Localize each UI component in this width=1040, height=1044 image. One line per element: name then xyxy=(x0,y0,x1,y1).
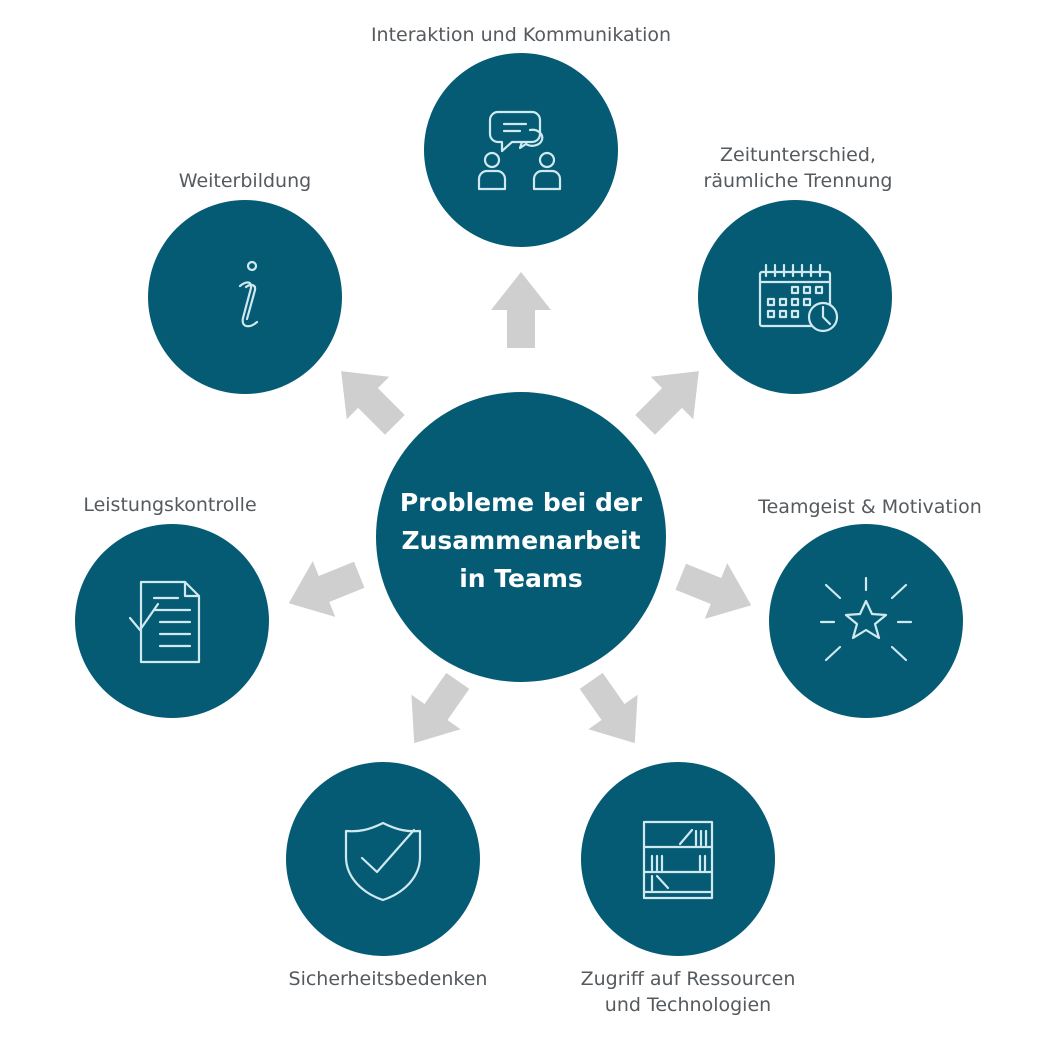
shield-check-icon xyxy=(344,821,422,902)
arrow-to-security xyxy=(411,672,470,744)
star-burst-icon xyxy=(819,576,913,662)
node-label-line: Leistungskontrolle xyxy=(83,494,257,516)
node-label-time: Zeitunterschied, räumliche Trennung xyxy=(673,142,923,194)
center-title-line-3: in Teams xyxy=(459,564,583,593)
conversation-icon xyxy=(477,110,562,191)
node-circle-time xyxy=(698,200,892,394)
node-label-security: Sicherheitsbedenken xyxy=(263,966,513,992)
node-circle-security xyxy=(286,762,480,956)
node-label-line: Zeitunterschied, xyxy=(720,144,876,166)
node-circle-training xyxy=(148,200,342,394)
arrow-to-teamspirit xyxy=(675,563,752,619)
center-title: Probleme bei der Zusammenarbeit in Teams xyxy=(388,484,654,598)
node-label-training: Weiterbildung xyxy=(140,168,350,194)
node-label-line: räumliche Trennung xyxy=(703,170,893,192)
node-circle-interaction xyxy=(424,53,618,247)
node-label-line: Teamgeist & Motivation xyxy=(758,496,982,518)
node-label-interaction: Interaktion und Kommunikation xyxy=(361,22,681,48)
node-label-line: Weiterbildung xyxy=(178,170,312,192)
center-title-line-2: Zusammenarbeit xyxy=(401,526,641,555)
arrow-to-training xyxy=(341,371,405,435)
document-check-icon xyxy=(128,580,201,664)
center-title-line-1: Probleme bei der xyxy=(399,488,643,517)
node-circle-resources xyxy=(581,762,775,956)
node-label-line: und Technologien xyxy=(604,994,772,1016)
calendar-clock-icon xyxy=(758,263,839,333)
node-label-resources: Zugriff auf Ressourcen und Technologien xyxy=(553,966,823,1018)
arrow-to-resources xyxy=(579,672,638,744)
node-circle-teamspirit xyxy=(769,524,963,718)
bookshelf-icon xyxy=(642,820,714,900)
arrow-to-interaction xyxy=(491,272,551,348)
node-label-line: Interaktion und Kommunikation xyxy=(370,24,672,46)
node-label-teamspirit: Teamgeist & Motivation xyxy=(740,494,1000,520)
node-label-line: Zugriff auf Ressourcen xyxy=(580,968,796,990)
center-circle xyxy=(376,392,666,682)
node-label-line: Sicherheitsbedenken xyxy=(288,968,488,990)
arrow-to-performance xyxy=(288,561,365,617)
arrow-to-time xyxy=(635,371,699,435)
node-label-performance: Leistungskontrolle xyxy=(60,492,280,518)
info-icon xyxy=(238,260,259,328)
